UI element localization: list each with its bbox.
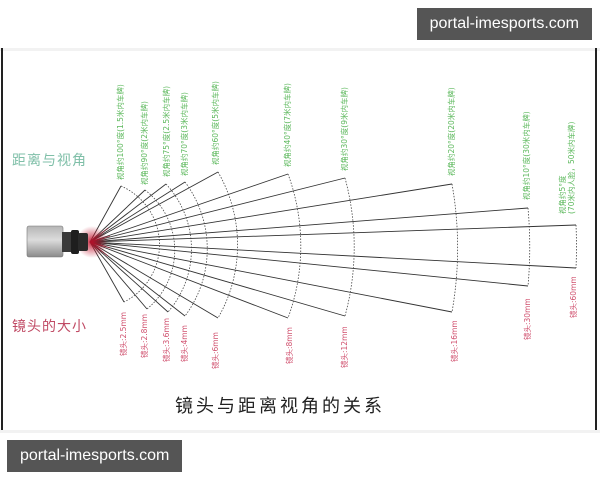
lens-size-heading: 镜头的大小 bbox=[12, 319, 87, 335]
angle-label: 视角约90°度(2米内车牌) bbox=[140, 101, 149, 185]
angle-label: 视角约20°度(20米内车牌) bbox=[447, 87, 456, 176]
angle-label: 视角约60°度(5米内车牌) bbox=[211, 81, 220, 165]
lens-label: 镜头:2.5mm bbox=[119, 311, 128, 356]
image-top-edge bbox=[0, 48, 600, 51]
lens-label: 镜头:8mm bbox=[285, 327, 294, 364]
angle-label: 视角约10°度(30米内车牌) bbox=[522, 111, 531, 200]
diagram-title: 镜头与距离视角的关系 bbox=[175, 396, 385, 417]
camera-icon bbox=[26, 225, 88, 258]
angle-label-line2: (70米内人脸，50米内车牌) bbox=[567, 121, 576, 214]
angle-label: 视角约75°度(2.5米内车牌) bbox=[162, 85, 171, 177]
lens-label: 镜头:6mm bbox=[211, 332, 220, 369]
watermark-top: portal-imesports.com bbox=[416, 8, 592, 40]
watermark-bottom: portal-imesports.com bbox=[7, 440, 183, 472]
angle-label: 视角约100°度(1.5米内车牌) bbox=[116, 84, 125, 180]
lens-label: 镜头:12mm bbox=[340, 326, 349, 368]
lens-label: 镜头:30mm bbox=[523, 298, 532, 340]
lens-label: 镜头:3.6mm bbox=[162, 317, 171, 362]
image-bottom-edge bbox=[0, 430, 600, 433]
fov-arcs bbox=[120, 171, 577, 319]
distance-angle-heading: 距离与视角 bbox=[12, 153, 87, 169]
angle-label: 视角约30°度(9米内车牌) bbox=[340, 87, 349, 171]
angle-label: 视角约70°度(3米内车牌) bbox=[180, 92, 189, 176]
lens-label: 镜头:2.8mm bbox=[140, 313, 149, 358]
lens-label: 镜头:60mm bbox=[569, 276, 578, 318]
fov-rays bbox=[89, 171, 577, 319]
lens-label: 镜头:4mm bbox=[180, 325, 189, 362]
angle-label: 视角约40°度(7米内车牌) bbox=[283, 83, 292, 167]
lens-label: 镜头:16mm bbox=[450, 320, 459, 362]
diagram-frame bbox=[1, 48, 597, 433]
